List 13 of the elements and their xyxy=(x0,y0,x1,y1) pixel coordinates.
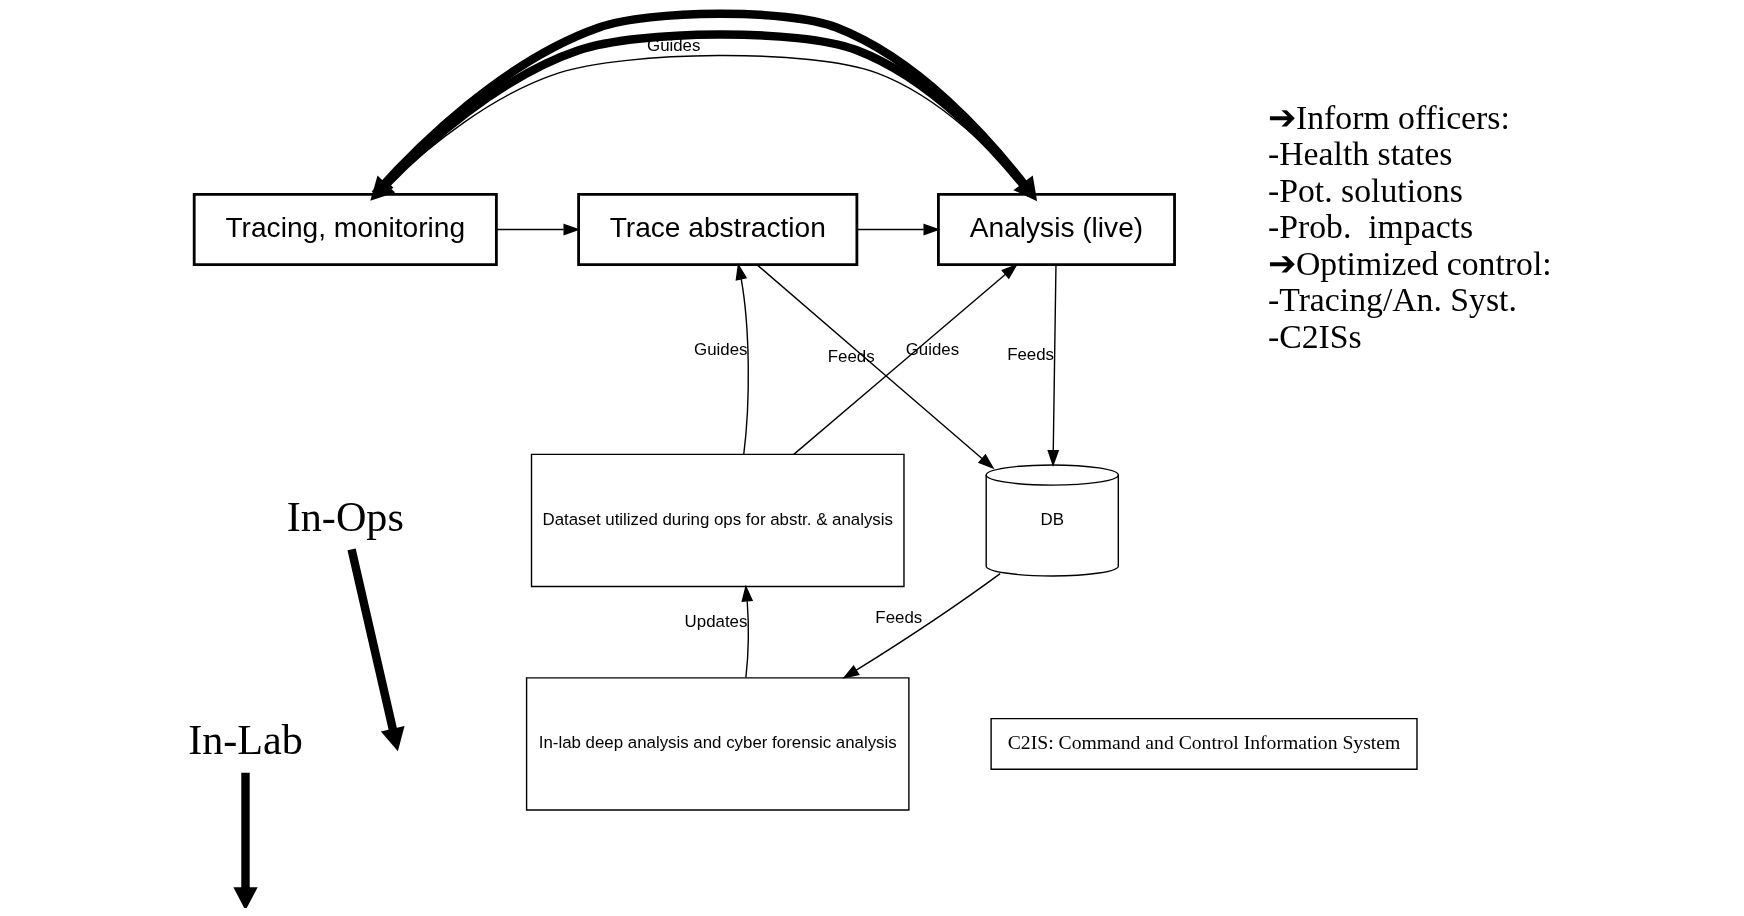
label: -Health states xyxy=(1268,135,1453,173)
edge-label: Guides xyxy=(694,339,748,359)
edge-label: Updates xyxy=(684,612,748,632)
label: -C2ISs xyxy=(1268,317,1362,355)
node-text: In-Ops xyxy=(286,493,404,540)
label: ➔Optimized control: xyxy=(1268,244,1552,282)
label: -Tracing/An. Syst. xyxy=(1268,281,1517,319)
edge-label: Feeds xyxy=(1007,344,1055,364)
node-text: In-Lab xyxy=(188,716,303,764)
label: ➔Inform officers: xyxy=(1268,98,1510,136)
label: -Prob. impacts xyxy=(1268,208,1474,246)
label: -Pot. solutions xyxy=(1268,171,1463,209)
edge-label: Feeds xyxy=(875,607,923,627)
